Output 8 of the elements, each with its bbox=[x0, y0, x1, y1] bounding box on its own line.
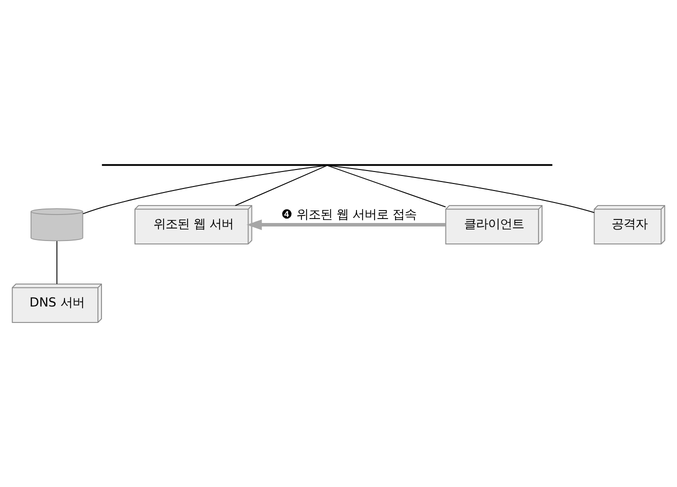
connector bbox=[326, 165, 595, 214]
connector bbox=[326, 165, 446, 208]
node-bar bbox=[102, 164, 552, 166]
connector bbox=[56, 240, 58, 284]
connector bbox=[234, 165, 328, 206]
connector bbox=[82, 165, 328, 214]
edge-label: ❹ 위조된 웹 서버로 접속 bbox=[281, 206, 416, 222]
arrow bbox=[246, 219, 446, 230]
